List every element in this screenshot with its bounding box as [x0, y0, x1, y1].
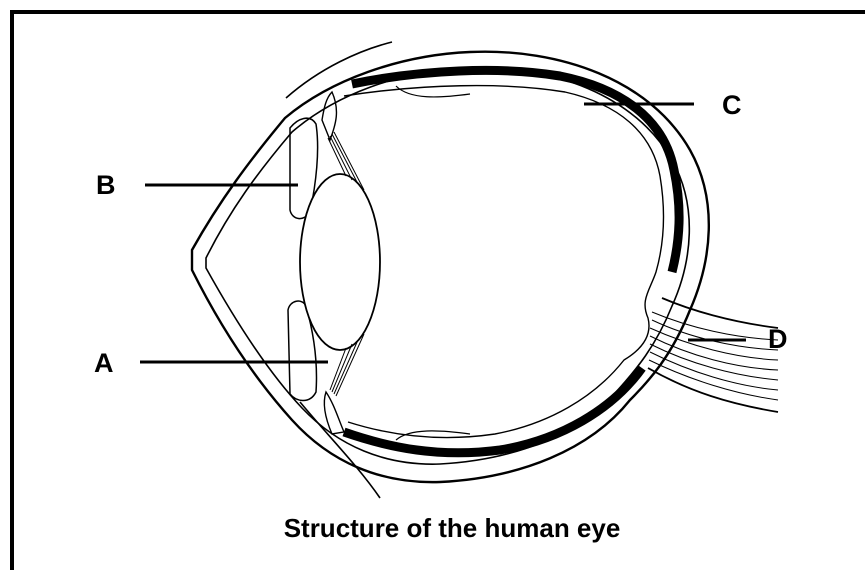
label-d: D — [768, 324, 788, 354]
sclera-outer — [192, 52, 709, 482]
retina-band-upper — [352, 70, 679, 272]
label-c: C — [722, 90, 742, 120]
lens — [300, 174, 380, 350]
label-a: A — [94, 348, 114, 378]
retina-inner — [344, 86, 663, 438]
lower-eyelid-line — [300, 402, 380, 498]
ora-serrata-upper — [396, 86, 470, 97]
retina-band-lower — [344, 368, 642, 453]
diagram-caption: Structure of the human eye — [284, 513, 621, 543]
ciliary-body-lower — [324, 392, 344, 434]
label-b: B — [96, 170, 116, 200]
